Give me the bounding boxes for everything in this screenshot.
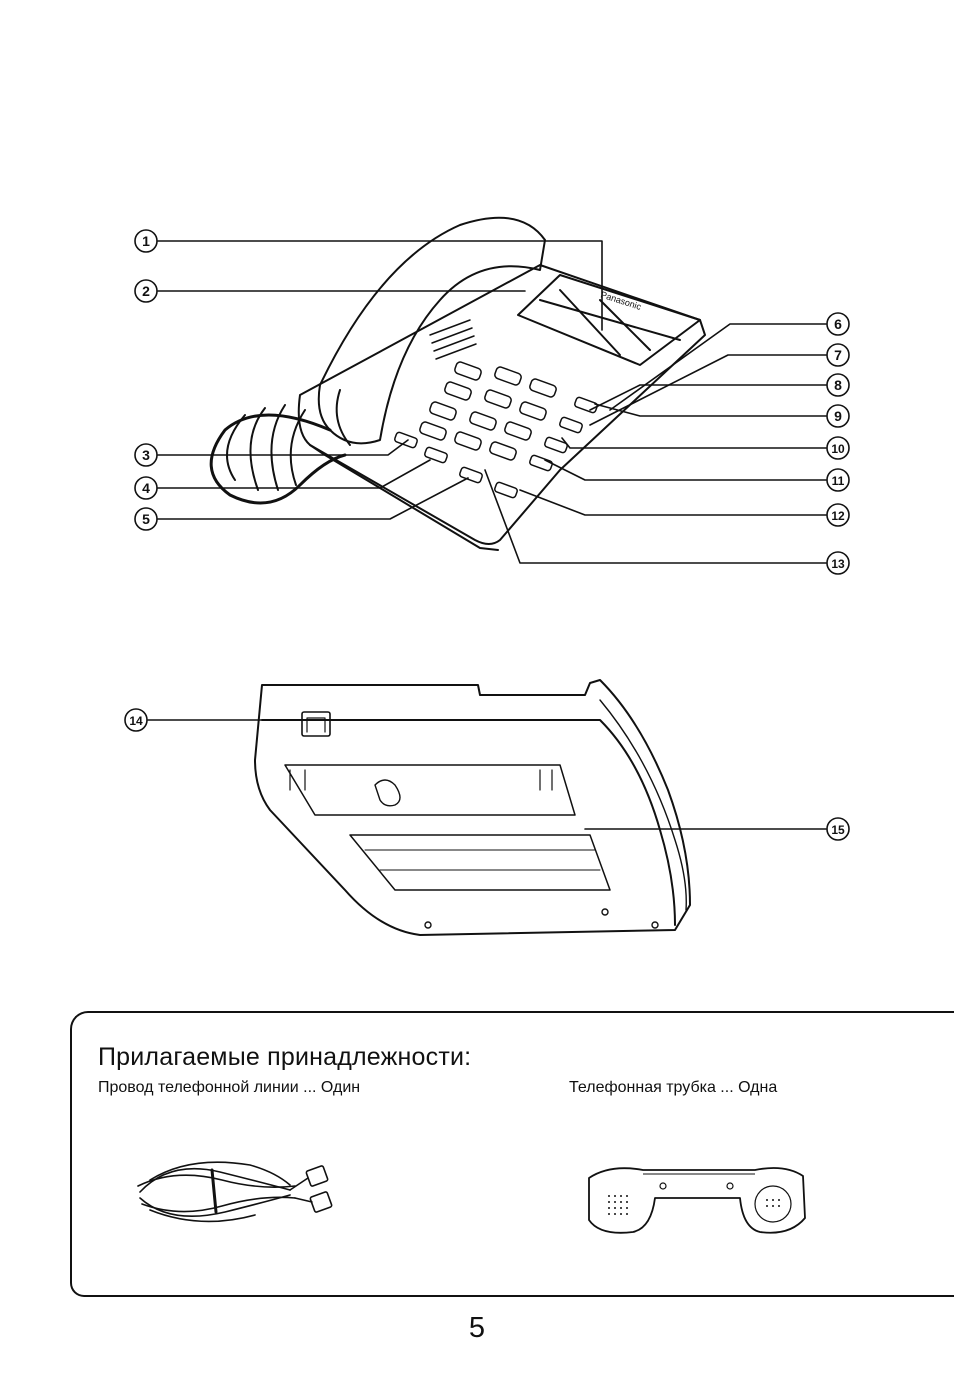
handset-icon	[585, 1158, 810, 1238]
callout-label-14: 14	[129, 714, 143, 728]
page-number: 5	[0, 1312, 954, 1345]
line-cord-icon	[130, 1150, 355, 1230]
accessories-title: Прилагаемые принадлежности:	[98, 1043, 471, 1072]
telephone-bottom-illustration: 14 15	[0, 0, 954, 960]
line-jack	[302, 712, 330, 736]
accessory-line-cord-label: Провод телефонной линии ... Один	[98, 1079, 360, 1097]
accessory-handset-label: Телефонная трубка ... Одна	[569, 1079, 777, 1097]
callout-label-15: 15	[831, 823, 845, 837]
